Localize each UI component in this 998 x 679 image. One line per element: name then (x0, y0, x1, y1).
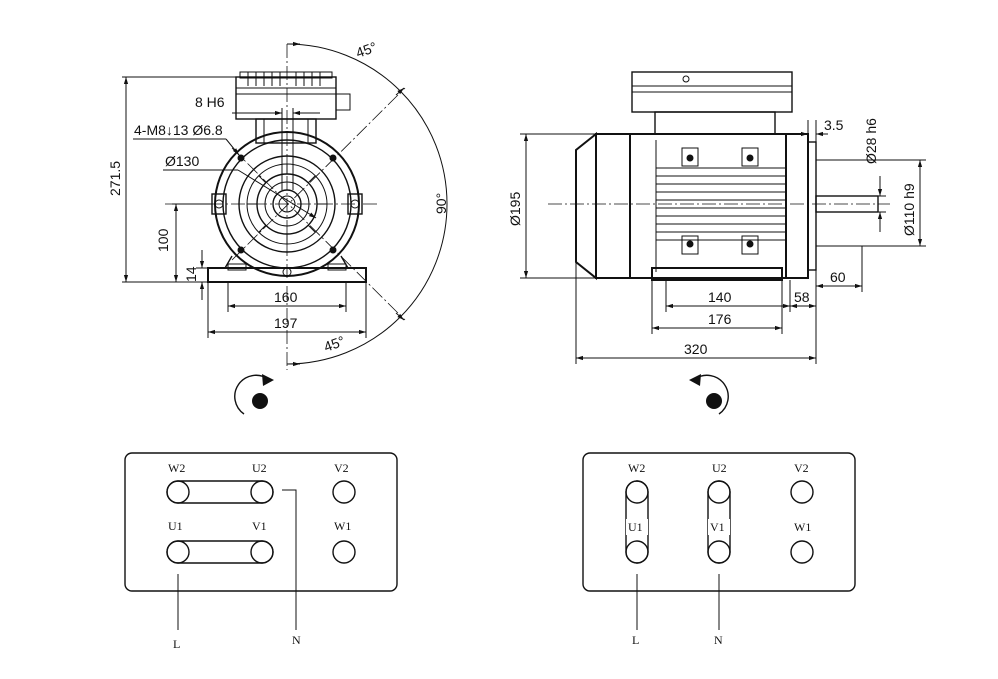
terminal-v2: V2 (334, 461, 349, 475)
terminal-board-right: W2 U2 V2 U1 V1 W1 L N (582, 452, 856, 647)
motor-body (629, 133, 787, 279)
rotation-dot-left (252, 393, 268, 409)
front-view: 45° 90° 45° 8 H6 4-M8↓13 Ø6.8 Ø130 271.5… (107, 39, 449, 370)
terminal-w1-right: W1 (794, 520, 811, 534)
rotation-dot-right (706, 393, 722, 409)
terminal-u2-right: U2 (712, 461, 727, 475)
terminal-v2-right: V2 (794, 461, 809, 475)
height-total-label: 271.5 (107, 161, 123, 196)
terminal-box (235, 71, 351, 144)
lead-n-right: N (714, 633, 723, 647)
lead-n-left: N (292, 633, 301, 647)
shaft-dia-label: Ø28 h6 (863, 118, 879, 164)
foot-holes-label: 140 (708, 289, 732, 305)
foot-thickness-label: 14 (183, 266, 199, 282)
side-flange (785, 133, 809, 279)
bridge-w2-u2 (166, 480, 274, 504)
rotation-counterclockwise (689, 374, 729, 415)
fan-cover (575, 131, 597, 281)
angle-side-label: 90° (433, 193, 449, 214)
terminal-u1: U1 (168, 519, 183, 533)
flange-step-label: 3.5 (824, 117, 844, 133)
lead-l-right: L (632, 633, 639, 647)
angle-bottom-label: 45° (322, 333, 347, 355)
terminal-w1: W1 (334, 519, 351, 533)
keyway-label: 8 H6 (195, 94, 225, 110)
terminal-u2: U2 (252, 461, 267, 475)
terminal-v1: V1 (252, 519, 267, 533)
foot-width-label: 197 (274, 315, 298, 331)
clockwise-arrow-icon (234, 374, 269, 415)
side-view: Ø195 3.5 Ø28 h6 Ø110 h9 60 140 58 (507, 71, 926, 364)
terminal-w2: W2 (168, 461, 185, 475)
pcd-label: Ø130 (165, 153, 199, 169)
body-dia-label: Ø195 (507, 192, 523, 226)
rotation-clockwise (234, 374, 274, 415)
spigot-dia-label: Ø110 h9 (901, 183, 917, 236)
counterclockwise-arrow-icon (694, 374, 729, 415)
foot-length-label: 176 (708, 311, 732, 327)
bridge-u1-v1 (166, 540, 274, 564)
total-length-label: 320 (684, 341, 708, 357)
shaft-height-label: 100 (155, 228, 171, 252)
holes-label: 4-M8↓13 Ø6.8 (134, 122, 223, 138)
terminal-v1-right: V1 (710, 520, 725, 534)
shaft-offset-label: 58 (794, 289, 810, 305)
angle-top-label: 45° (354, 39, 379, 61)
terminal-u1-right: U1 (628, 520, 643, 534)
terminal-board-left: W2 U2 V2 U1 V1 W1 L N (124, 452, 398, 651)
lead-l-left: L (173, 637, 180, 651)
shaft-length-label: 60 (830, 269, 846, 285)
terminal-w2-right: W2 (628, 461, 645, 475)
hole-span-label: 160 (274, 289, 298, 305)
